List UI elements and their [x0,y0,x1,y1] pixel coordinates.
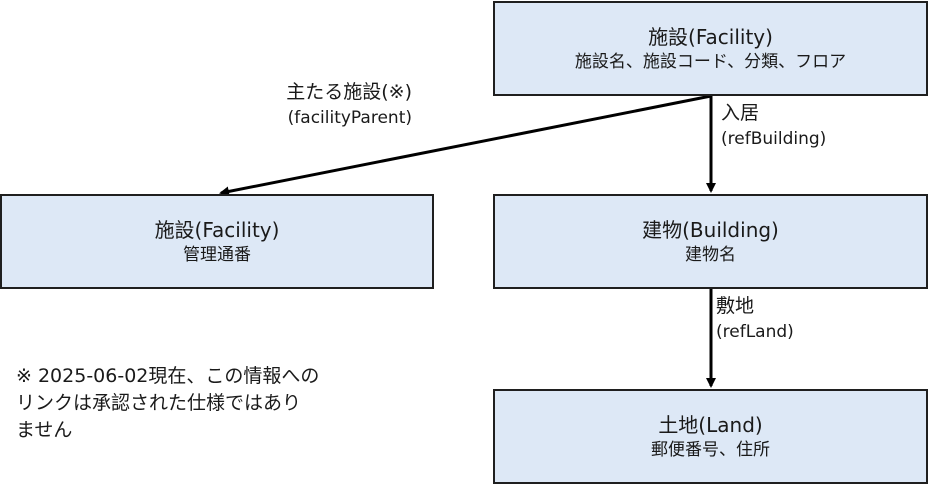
building-node-title: 建物(Building) [642,217,779,242]
edge-ref-building-name: 入居 [721,102,760,124]
footnote-line-1: ※ 2025-06-02現在、この情報への [16,365,320,387]
facility-node-main-attributes: 施設名、施設コード、分類、フロア [574,51,847,72]
edge-ref-building-property: (refBuilding) [721,129,827,149]
edge-ref-building-label: 入居 (refBuilding) [721,100,826,152]
edge-ref-land-name: 敷地 [716,295,755,317]
edge-facility-parent-label: 主たる施設(※) (facilityParent) [286,79,412,131]
land-node[interactable]: 土地(Land) 郵便番号、住所 [493,389,928,484]
facility-node-main-title: 施設(Facility) [648,24,773,49]
edge-facility-parent-property: (facilityParent) [287,108,412,128]
land-node-title: 土地(Land) [658,412,763,437]
edge-ref-land-label: 敷地 (refLand) [716,293,794,345]
facility-node-main[interactable]: 施設(Facility) 施設名、施設コード、分類、フロア [493,1,928,96]
facility-node-parent[interactable]: 施設(Facility) 管理通番 [0,194,434,289]
facility-node-parent-title: 施設(Facility) [154,217,280,242]
building-node-attributes: 建物名 [685,244,736,265]
footnote-line-3: ません [16,419,73,441]
building-node[interactable]: 建物(Building) 建物名 [493,194,928,289]
footnote-line-2: リンクは承認された仕様ではあり [16,392,302,414]
footnote: ※ 2025-06-02現在、この情報への リンクは承認された仕様ではあり ませ… [16,363,426,444]
edge-facility-parent-name: 主たる施設(※) [286,81,412,103]
land-node-attributes: 郵便番号、住所 [651,439,770,460]
facility-node-parent-attributes: 管理通番 [183,244,251,265]
edge-ref-land-property: (refLand) [716,322,794,342]
edge-facility-parent-arrow [219,94,712,197]
